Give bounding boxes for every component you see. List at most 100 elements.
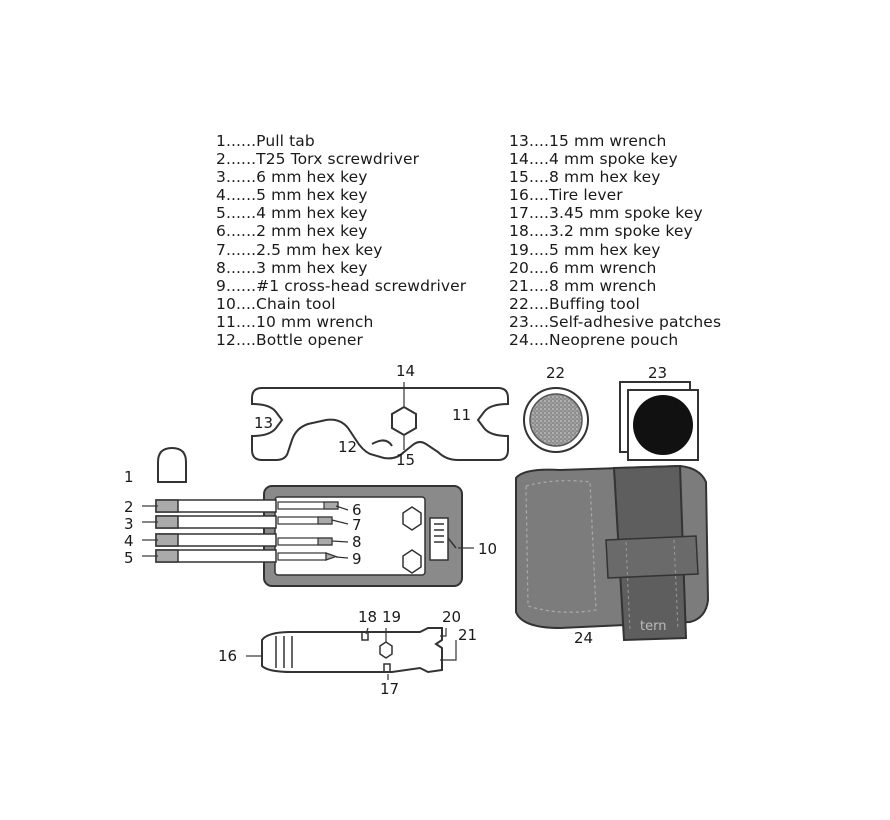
legend-dots: ......: [225, 258, 257, 277]
callout-20: 20: [442, 608, 461, 626]
legend-number: 15: [509, 168, 529, 187]
wrench-plate: [251, 387, 509, 461]
legend-number: 11: [216, 312, 236, 331]
legend-item-4: 4......5 mm hex key: [216, 186, 466, 204]
bit-rod-9: [277, 552, 338, 561]
legend-number: 22: [509, 294, 529, 313]
hex-hole-19: [379, 641, 393, 659]
callout-8: 8: [352, 533, 362, 551]
legend-item-17: 17....3.45 mm spoke key: [509, 204, 721, 222]
legend-dots: ......: [225, 132, 257, 150]
legend-number: 10: [216, 294, 236, 313]
legend-label: Bottle opener: [256, 331, 363, 350]
legend-label: #1 cross-head screwdriver: [256, 276, 467, 295]
legend-item-8: 8......3 mm hex key: [216, 259, 466, 277]
callout-7: 7: [352, 516, 362, 534]
legend-number: 23: [509, 312, 529, 331]
legend-dots: ......: [225, 276, 257, 295]
legend-label: Self-adhesive patches: [549, 312, 722, 331]
legend-number: 1: [216, 132, 226, 150]
callout-12: 12: [338, 438, 357, 456]
callout-6: 6: [352, 501, 362, 519]
hex-hole-15: [391, 405, 417, 437]
legend-label: Pull tab: [256, 132, 315, 150]
legend-number: 2: [216, 150, 226, 169]
pull-tab: [157, 446, 187, 483]
callout-9: 9: [352, 550, 362, 568]
legend-item-23: 23....Self-adhesive patches: [509, 313, 721, 331]
legend-item-18: 18....3.2 mm spoke key: [509, 222, 721, 240]
legend-label: 15 mm wrench: [549, 132, 667, 150]
legend-number: 8: [216, 258, 226, 277]
callout-1: 1: [124, 468, 134, 486]
legend-dots: ......: [225, 240, 257, 259]
legend-item-13: 13....15 mm wrench: [509, 132, 721, 150]
legend-label: Neoprene pouch: [549, 331, 679, 350]
legend-item-24: 24....Neoprene pouch: [509, 331, 721, 349]
legend-label: 4 mm spoke key: [549, 150, 678, 169]
legend-number: 13: [509, 132, 529, 150]
chain-tool: [429, 517, 457, 561]
callout-3: 3: [124, 515, 134, 533]
legend-item-12: 12....Bottle opener: [216, 331, 466, 349]
bit-rod-3: [155, 515, 277, 529]
legend-number: 6: [216, 222, 226, 241]
legend-dots: ....: [528, 312, 550, 331]
legend-number: 19: [509, 240, 529, 259]
legend-item-9: 9......#1 cross-head screwdriver: [216, 277, 466, 295]
legend-item-21: 21....8 mm wrench: [509, 277, 721, 295]
legend-label: Chain tool: [256, 294, 336, 313]
legend-number: 20: [509, 258, 529, 277]
legend-label: 4 mm hex key: [256, 204, 368, 223]
legend-dots: ....: [528, 276, 550, 295]
legend-dots: ......: [225, 186, 257, 205]
legend-item-22: 22....Buffing tool: [509, 295, 721, 313]
pouch-logo: tern: [640, 619, 666, 634]
leader-lines: [142, 382, 474, 680]
legend-dots: ....: [528, 150, 550, 169]
legend-number: 3: [216, 168, 226, 187]
legend-number: 18: [509, 222, 529, 241]
legend-label: 3.2 mm spoke key: [549, 222, 693, 241]
legend-label: 6 mm hex key: [256, 168, 368, 187]
legend-dots: ....: [528, 258, 550, 277]
legend-number: 7: [216, 240, 226, 259]
bit-rod-8: [277, 537, 333, 546]
body-hex-lower: [402, 549, 422, 574]
legend-dots: ......: [225, 222, 257, 241]
legend-label: 6 mm wrench: [549, 258, 657, 277]
legend-label: 2.5 mm hex key: [256, 240, 383, 259]
legend-number: 14: [509, 150, 529, 169]
legend-item-19: 19....5 mm hex key: [509, 241, 721, 259]
legend-dots: ....: [528, 294, 550, 313]
buffing-tool-pad: [529, 393, 583, 447]
tire-lever-grip: [275, 636, 293, 668]
legend-label: 3.45 mm spoke key: [549, 204, 703, 223]
callout-11: 11: [452, 406, 471, 424]
legend-number: 21: [509, 276, 529, 295]
callout-21: 21: [458, 626, 477, 644]
legend-number: 24: [509, 331, 529, 350]
legend-dots: ......: [225, 204, 257, 223]
legend-label: 10 mm wrench: [256, 312, 374, 331]
legend-dots: ....: [528, 204, 550, 223]
legend-dots: ....: [528, 186, 550, 205]
legend-dots: ......: [225, 168, 257, 187]
legend-dots: ....: [528, 168, 550, 187]
bit-rod-4: [155, 533, 277, 547]
legend-label: 8 mm wrench: [549, 276, 657, 295]
legend-number: 9: [216, 276, 226, 295]
neoprene-pouch: [515, 464, 710, 642]
legend-dots: ....: [235, 294, 257, 313]
bit-rod-7: [277, 516, 333, 525]
legend-label: 2 mm hex key: [256, 222, 368, 241]
callout-16: 16: [218, 647, 237, 665]
legend-number: 4: [216, 186, 226, 205]
callout-10: 10: [478, 540, 497, 558]
callout-13: 13: [254, 414, 273, 432]
tire-lever: [261, 627, 443, 674]
legend-dots: ....: [528, 331, 550, 350]
callout-22: 22: [546, 364, 565, 382]
